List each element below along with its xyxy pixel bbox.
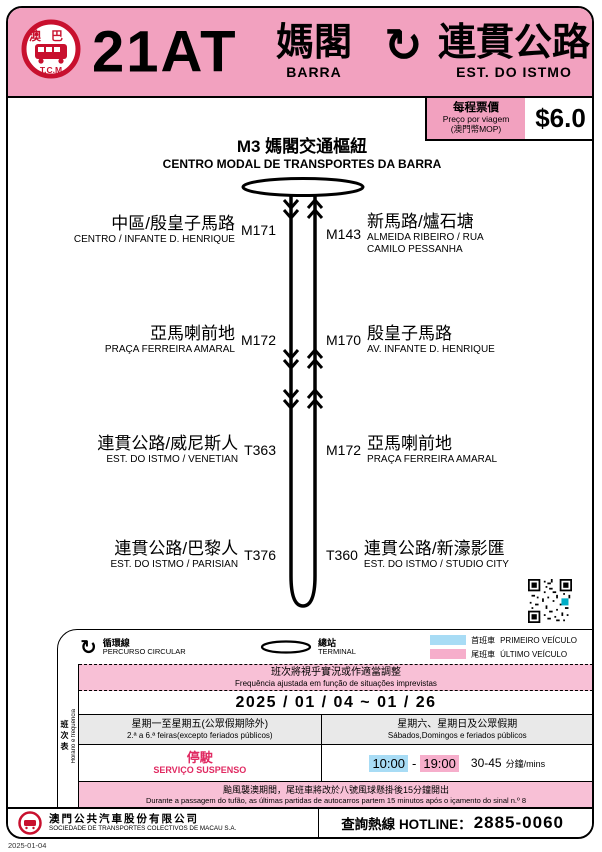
fare-label-currency: (澳門幣MOP) [450,124,502,135]
stop-name: 殷皇子馬路 AV. INFANTE D. HENRIQUE [367,324,495,355]
last-departure-time: 19:00 [420,754,459,772]
stop-code: M170 [326,331,362,348]
fare-amount: $6.0 [535,103,586,133]
qr-center-logo [561,598,569,606]
hotline-number: 2885-0060 [473,813,564,832]
stop-name: 連貫公路/新濠影匯 EST. DO ISTMO / STUDIO CITY [363,539,509,570]
footer-bus-icon [24,820,36,826]
stop-name: 新馬路/爐石塘 ALMEIDA RIBEIRO / RUA CAMILO PES… [367,212,484,255]
stop-name: 連貫公路/巴黎人 EST. DO ISTMO / PARISIAN [110,539,239,570]
stop-left-1: 中區/殷皇子馬路 CENTRO / INFANTE D. HENRIQUE M1… [74,214,276,246]
fare-label-pt: Preço por viagem [442,114,510,125]
circular-route-arrow-icon: ↻ [384,18,423,72]
footer-tcm-logo [18,811,42,835]
destination-name-zh: 連貫公路 [437,22,590,65]
frequency-unit: 分鐘/mins [505,758,546,769]
legend-circular: ↻ 循環線 PERCURSO CIRCULAR [80,637,186,657]
stop-code: T376 [244,546,276,563]
legend-circular-zh: 循環線 [102,637,130,648]
company-info: 澳門公共汽車股份有限公司 SOCIEDADE DE TRANSPORTES CO… [49,813,236,832]
service-times: 停駛 SERVIÇO SUSPENSO 10:00 - 19:00 30-45 … [79,745,592,781]
legend-vehicles: 首班車 PRIMEIRO VEÍCULO 尾班車 ÚLTIMO VEÍCULO [430,635,577,660]
terminal-title-pt: CENTRO MODAL DE TRANSPORTES DA BARRA [162,157,442,172]
terminal-title-zh: M3 媽閣交通樞紐 [236,137,368,156]
legend-last-zh: 尾班車 [471,649,496,659]
stop-name: 中區/殷皇子馬路 CENTRO / INFANTE D. HENRIQUE [73,214,235,245]
stop-name: 亞馬喇前地 PRAÇA FERREIRA AMARAL [104,324,235,355]
last-vehicle-swatch [430,649,467,659]
weekday-status: 停駛 SERVIÇO SUSPENSO [153,749,247,776]
poster-card: 澳巴 T.C.M 21AT 媽閣 BARRA ↻ 連貫公路 EST. DO IS… [6,6,594,839]
stop-code: M172 [326,441,362,458]
stop-left-2: 亞馬喇前地 PRAÇA FERREIRA AMARAL M172 [105,324,276,356]
terminal-shape [241,177,365,197]
first-departure-time: 10:00 [369,754,408,772]
stop-code: M143 [326,225,362,242]
legend-first-vehicle: 首班車 PRIMEIRO VEÍCULO [430,635,577,646]
tcm-logo: 澳巴 T.C.M [21,19,81,79]
typhoon-notice: 颱風襲澳期間，尾班車將改於八號風球懸掛後15分鐘開出 Durante a pas… [79,781,592,809]
logo-zh-text: 澳巴 [29,28,73,43]
logo-abbr-text: T.C.M [40,65,62,75]
print-date: 2025-01-04 [8,841,47,850]
destination-name-pt: EST. DO ISTMO [456,63,572,80]
stop-code: T363 [244,441,276,458]
fare-box: 每程票價 Preço por viagem (澳門幣MOP) $6.0 [425,98,592,141]
side-label-zh: 班次表 [60,720,69,753]
legend-first-pt: PRIMEIRO VEÍCULO [500,635,577,645]
date-range: 2025 / 01 / 04 ~ 01 / 26 [235,693,437,711]
stop-code: T360 [326,546,358,563]
frequency-notice: 班次將視乎實況或作適當調整 Frequência ajustada em fun… [79,664,592,691]
stop-name: 亞馬喇前地 PRAÇA FERREIRA AMARAL [367,434,498,465]
origin-name-zh: 媽閣 [275,22,352,65]
terminal-title: M3 媽閣交通樞紐 CENTRO MODAL DE TRANSPORTES DA… [8,136,592,172]
weekend-times: 10:00 - 19:00 30-45 分鐘/mins [320,745,592,781]
legend-circular-pt: PERCURSO CIRCULAR [102,646,186,656]
circular-route-icon: ↻ [80,635,97,659]
fare-label-zh: 每程票價 [453,102,499,115]
weekday-header: 星期一至星期五(公眾假期除外) 2.ª a 6.ª feiras(excepto… [127,718,273,740]
footer: 澳門公共汽車股份有限公司 SOCIEDADE DE TRANSPORTES CO… [8,807,592,837]
legend-last-pt: ÚLTIMO VEÍCULO [500,649,568,659]
hotline-label: 查詢熱線 HOTLINE： [341,817,472,832]
company-name-zh: 澳門公共汽車股份有限公司 [49,813,199,826]
fare-label: 每程票價 Preço por viagem (澳門幣MOP) [427,98,525,139]
route-flow-arrows [282,197,324,411]
legend-terminal-zh: 總站 [317,637,336,648]
header-band: 澳巴 T.C.M 21AT 媽閣 BARRA ↻ 連貫公路 EST. DO IS… [8,8,592,98]
stop-right-4: T360 連貫公路/新濠影匯 EST. DO ISTMO / STUDIO CI… [326,539,509,571]
schedule-panel: ↻ 循環線 PERCURSO CIRCULAR 總站 TERMINAL [57,629,592,809]
legend-first-zh: 首班車 [471,635,496,645]
schedule-side-label: 班次表 Horário e frequência [58,664,79,809]
stop-code: M171 [240,221,276,238]
side-label-pt: Horário e frequência [71,709,77,764]
stop-left-3: 連貫公路/威尼斯人 EST. DO ISTMO / VENETIAN T363 [97,434,276,466]
route-number: 21AT [92,19,238,85]
weekend-header: 星期六、星期日及公眾假期 Sábados,Domingos e feriados… [320,715,592,744]
stop-right-1: M143 新馬路/爐石塘 ALMEIDA RIBEIRO / RUA CAMIL… [326,212,522,256]
stop-code: M172 [240,331,276,348]
legend-terminal-pt: TERMINAL [317,646,356,656]
route-loop-line [289,187,317,608]
first-vehicle-swatch [430,635,467,645]
frequency-value: 30-45 [470,756,502,770]
origin-name-pt: BARRA [286,63,342,80]
qr-code [528,579,572,623]
stop-right-2: M170 殷皇子馬路 AV. INFANTE D. HENRIQUE [326,324,495,356]
company-name-pt: SOCIEDADE DE TRANSPORTES COLECTIVOS DE M… [49,825,237,833]
terminal-shape-icon [260,640,312,654]
stop-left-4: 連貫公路/巴黎人 EST. DO ISTMO / PARISIAN T376 [110,539,276,571]
legend-terminal: 總站 TERMINAL [260,638,356,657]
stop-right-3: M172 亞馬喇前地 PRAÇA FERREIRA AMARAL [326,434,497,466]
destination-terminal: 連貫公路 EST. DO ISTMO [432,22,592,80]
stop-name: 連貫公路/威尼斯人 EST. DO ISTMO / VENETIAN [97,434,239,465]
legend-last-vehicle: 尾班車 ÚLTIMO VEÍCULO [430,649,577,660]
hotline: 查詢熱線 HOTLINE： 2885-0060 [318,809,582,837]
day-type-headers: 星期一至星期五(公眾假期除外) 2.ª a 6.ª feiras(excepto… [79,714,592,745]
legend-row: ↻ 循環線 PERCURSO CIRCULAR 總站 TERMINAL [58,630,592,664]
origin-terminal: 媽閣 BARRA [256,22,372,80]
